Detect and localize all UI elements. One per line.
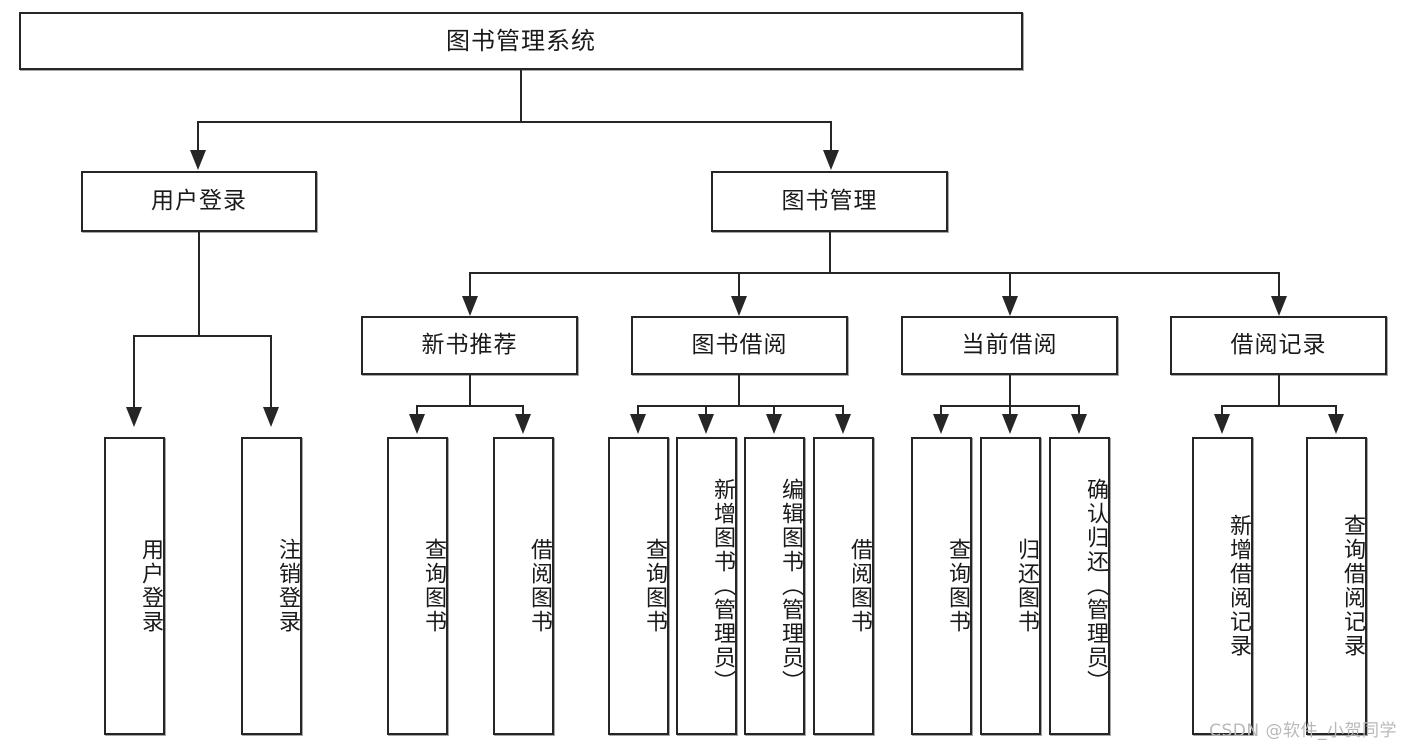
connector-book-borrow-drop-2 [705, 405, 707, 420]
arrowhead-to-leaf-query-book-1 [409, 414, 425, 434]
leaf-query-book-borrow[interactable]: 查询图书 [608, 437, 669, 735]
arrowhead-to-new-book-recommend [462, 296, 478, 316]
connector-user-login-drop-2 [270, 335, 272, 409]
leaf-edit-book-admin[interactable]: 编辑图书（管理员） [744, 437, 805, 735]
arrowhead-to-leaf-logout-login [263, 407, 279, 427]
connector-new-book-bus [417, 405, 523, 407]
connector-current-borrow-drop-3 [1078, 405, 1080, 420]
arrowhead-to-borrow-record [1271, 296, 1287, 316]
node-book-management[interactable]: 图书管理 [711, 171, 948, 232]
connector-book-borrow-drop-1 [637, 405, 639, 420]
connector-borrow-record-stem [1278, 375, 1280, 406]
arrowhead-to-leaf-user-login [126, 407, 142, 427]
arrowhead-to-leaf-confirm-return [1071, 414, 1087, 434]
connector-book-manage-drop-3 [1009, 272, 1011, 305]
connector-new-book-stem [469, 375, 471, 406]
leaf-add-borrow-record[interactable]: 新增借阅记录 [1192, 437, 1253, 735]
connector-root-drop-left [197, 121, 199, 153]
arrowhead-to-leaf-borrow-book-2 [835, 414, 851, 434]
connector-borrow-record-drop-1 [1221, 405, 1223, 420]
arrowhead-to-leaf-edit-book [766, 414, 782, 434]
connector-book-manage-bus [470, 272, 1280, 274]
node-user-login[interactable]: 用户登录 [81, 171, 317, 232]
connector-borrow-record-drop-2 [1335, 405, 1337, 420]
leaf-query-book-new-recommend[interactable]: 查询图书 [387, 437, 448, 735]
arrowhead-to-current-borrow [1002, 296, 1018, 316]
arrowhead-to-leaf-borrow-book-1 [515, 414, 531, 434]
connector-user-login-stem [198, 232, 200, 336]
arrowhead-to-leaf-add-record [1214, 414, 1230, 434]
arrowhead-to-leaf-query-book-3 [933, 414, 949, 434]
connector-book-manage-stem [829, 232, 831, 273]
leaf-query-borrow-record[interactable]: 查询借阅记录 [1306, 437, 1367, 735]
leaf-add-book-admin[interactable]: 新增图书（管理员） [676, 437, 737, 735]
arrowhead-to-user-login [190, 150, 206, 170]
node-current-borrow[interactable]: 当前借阅 [901, 316, 1118, 375]
connector-book-manage-drop-2 [738, 272, 740, 305]
connector-root-stem [520, 70, 522, 122]
arrowhead-to-book-manage [823, 150, 839, 170]
arrowhead-to-leaf-query-book-2 [630, 414, 646, 434]
connector-borrow-record-bus [1222, 405, 1336, 407]
connector-user-login-bus [134, 335, 271, 337]
connector-user-login-drop-1 [133, 335, 135, 409]
node-root-book-management-system[interactable]: 图书管理系统 [19, 12, 1023, 70]
node-new-book-recommend[interactable]: 新书推荐 [361, 316, 578, 375]
connector-root-drop-right [830, 121, 832, 153]
connector-book-borrow-bus [638, 405, 844, 407]
leaf-query-book-current[interactable]: 查询图书 [911, 437, 972, 735]
node-book-borrow[interactable]: 图书借阅 [631, 316, 848, 375]
connector-current-borrow-drop-1 [940, 405, 942, 420]
leaf-logout-login[interactable]: 注销登录 [241, 437, 302, 735]
leaf-return-book[interactable]: 归还图书 [980, 437, 1041, 735]
arrowhead-to-leaf-return-book [1002, 414, 1018, 434]
connector-current-borrow-stem [1009, 375, 1011, 406]
connector-book-manage-drop-1 [469, 272, 471, 305]
connector-current-borrow-drop-2 [1009, 405, 1011, 420]
leaf-borrow-book-new-recommend[interactable]: 借阅图书 [493, 437, 554, 735]
connector-book-borrow-stem [738, 375, 740, 406]
arrowhead-to-leaf-add-book [698, 414, 714, 434]
leaf-confirm-return-admin[interactable]: 确认归还（管理员） [1049, 437, 1110, 735]
connector-book-borrow-drop-3 [773, 405, 775, 420]
leaf-user-login[interactable]: 用户登录 [104, 437, 165, 735]
arrowhead-to-leaf-query-record [1328, 414, 1344, 434]
node-borrow-record[interactable]: 借阅记录 [1170, 316, 1387, 375]
connector-new-book-drop-2 [522, 405, 524, 420]
connector-book-borrow-drop-4 [842, 405, 844, 420]
connector-new-book-drop-1 [416, 405, 418, 420]
connector-root-bus [198, 121, 831, 123]
leaf-borrow-book-borrow[interactable]: 借阅图书 [813, 437, 874, 735]
arrowhead-to-book-borrow [731, 296, 747, 316]
connector-book-manage-drop-4 [1278, 272, 1280, 305]
